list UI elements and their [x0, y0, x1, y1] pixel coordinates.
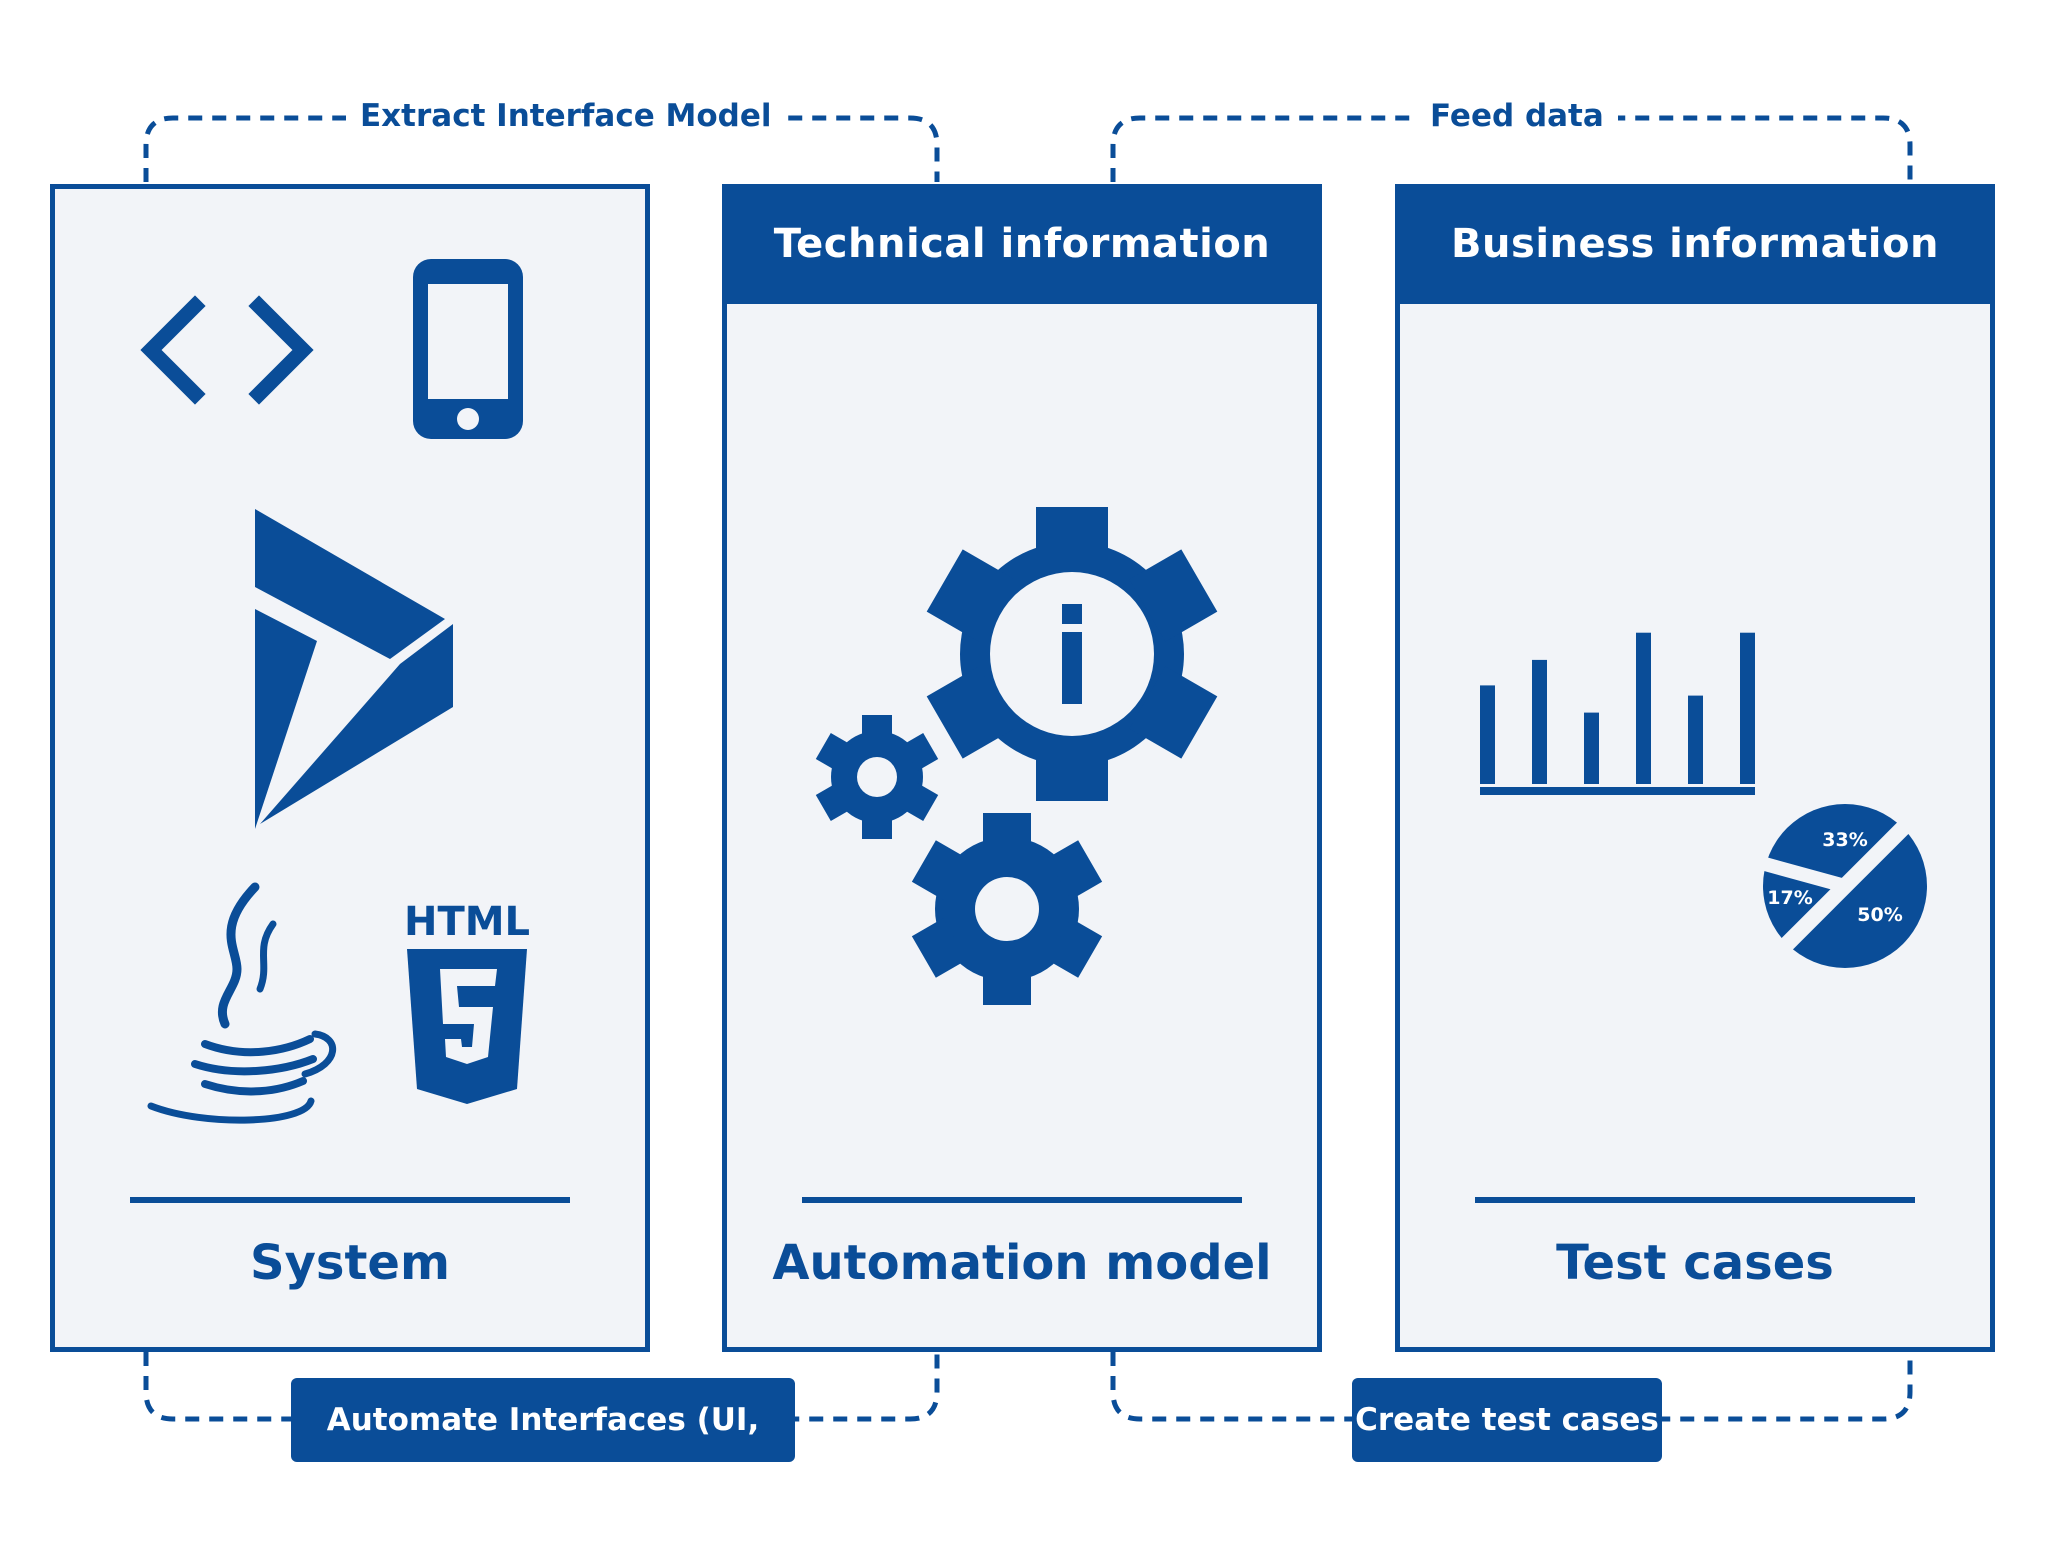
test-cases-panel: Business information 33% 17% 50% Test case… — [1395, 184, 1995, 1352]
business-information-header: Business information — [1395, 184, 1995, 304]
pie-slice-label: 50% — [1857, 904, 1902, 926]
test-cases-title: Test cases — [1556, 1235, 1834, 1291]
bar-chart-icon — [1480, 632, 1755, 795]
system-panel: HTML System — [50, 184, 650, 1352]
java-logo-icon — [147, 882, 336, 1124]
pie-slice-label: 33% — [1822, 829, 1867, 851]
system-icons: HTML — [140, 259, 530, 1124]
bar-chart-bar — [1636, 632, 1651, 784]
code-brackets-icon — [140, 295, 314, 405]
automate-interfaces-button[interactable]: Automate Interfaces (UI, API) — [291, 1378, 795, 1522]
small-gear-icon — [815, 715, 939, 839]
mobile-phone-icon — [413, 259, 523, 439]
html5-text: HTML — [404, 899, 530, 945]
bar-chart-bar — [1584, 712, 1599, 784]
automation-model-title: Automation model — [772, 1235, 1272, 1291]
bar-chart-bar — [1480, 685, 1495, 784]
bar-chart-bar — [1740, 632, 1755, 784]
automation-model-panel: Technical information — [722, 184, 1322, 1352]
create-test-cases-button[interactable]: Create test cases — [1352, 1378, 1662, 1462]
pie-chart-icon: 33% 17% 50% — [1763, 804, 1927, 968]
bar-chart-axis — [1480, 787, 1755, 795]
connector-automate — [143, 1352, 940, 1422]
html5-logo-icon: HTML — [404, 899, 530, 1104]
feed-data-label: Feed data — [1416, 96, 1618, 136]
connector-create — [1110, 1352, 1913, 1422]
gear-info-icon — [926, 507, 1218, 801]
automation-divider — [802, 1197, 1242, 1203]
bar-chart-bar — [1688, 695, 1703, 784]
medium-gear-icon — [911, 813, 1103, 1005]
pie-separator — [1763, 857, 1847, 893]
system-divider — [130, 1197, 570, 1203]
technical-information-header: Technical information — [722, 184, 1322, 304]
system-title: System — [250, 1235, 450, 1291]
dynamics-play-logo-icon — [255, 509, 453, 829]
connector-extract — [143, 115, 940, 182]
automation-icons — [815, 507, 1218, 1005]
test-icons: 33% 17% 50% — [1480, 632, 1927, 968]
bar-chart-bar — [1532, 659, 1547, 784]
pie-slice-label: 17% — [1767, 887, 1812, 909]
extract-interface-model-label: Extract Interface Model — [346, 96, 786, 136]
test-cases-divider — [1475, 1197, 1915, 1203]
